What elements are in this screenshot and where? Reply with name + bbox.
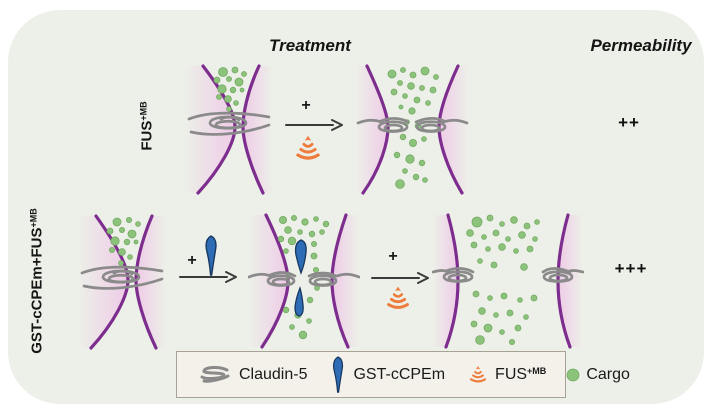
row1-label: FUS+MB [139,101,156,150]
junction-opened-row1 [355,64,469,195]
row1-label-sup: +MB [138,101,149,121]
legend-item-claudin5: Claudin-5 [197,364,307,386]
row2-label: GST-cCPEm+FUS+MB [29,208,46,354]
row2-arrow-2 [371,272,429,284]
permeability-header: Permeability [590,36,692,55]
junction-wide-open-row2 [432,213,584,349]
cell-left-shading [184,66,235,193]
gst-ccpem-icon [333,355,344,393]
cargo-dots [277,215,330,340]
fus-ultrasound-icon [296,135,320,160]
legend-claudin5-label: Claudin-5 [239,365,308,383]
legend-fus-label-text: FUS [495,365,528,383]
legend-box: Claudin-5 GST-cCPEm FUS+MB Cargo [176,351,630,398]
legend-item-fus: FUS+MB [467,364,546,385]
claudin-tangle [80,265,164,290]
legend-gst-ccpem-label: GST-cCPEm [353,365,446,383]
cell-right-shading [558,215,583,347]
cargo-icon [566,368,580,381]
treatment-header: Treatment [269,36,351,55]
cargo-dots [213,66,247,112]
claudin-tangle [187,111,271,136]
row2-label-text: GST-cCPEm+FUS [28,227,46,354]
row2-arrow-1 [179,271,237,283]
junction-closed-row2 [77,214,166,350]
cargo-dots [387,66,439,189]
claudin-separated [248,271,360,287]
fus-mb-icon [469,366,487,383]
legend-item-gst-ccpem: GST-cCPEm [329,355,445,395]
cell-right-shading [332,215,359,347]
junction-ccpem-row2 [248,213,360,349]
claudin-separated [356,117,469,133]
cargo-dots [106,217,141,266]
claudin-separated [432,267,584,283]
row1-arrow [285,119,343,131]
row1-label-text: FUS [138,120,156,151]
legend-fus-label: FUS+MB [495,366,546,384]
row1-permeability-value: ++ [618,113,640,132]
row2-plus-2: + [388,248,398,265]
row2-permeability-value: +++ [614,259,648,278]
fus-ultrasound-icon [387,286,409,309]
cargo-dots [466,214,540,345]
cell-left-shading [433,215,458,347]
legend-fus-label-sup: +MB [527,365,547,376]
legend-item-cargo: Cargo [566,366,630,384]
row2-plus-1: + [187,252,197,269]
row1-plus: + [301,97,311,114]
claudin-5-icon [200,365,230,383]
ccpem-wedges [294,239,307,317]
junction-closed-row1 [184,64,273,195]
gst-ccpem-molecule-icon [205,235,217,276]
legend-cargo-label: Cargo [586,365,630,383]
row2-label-sup: +MB [28,208,39,228]
